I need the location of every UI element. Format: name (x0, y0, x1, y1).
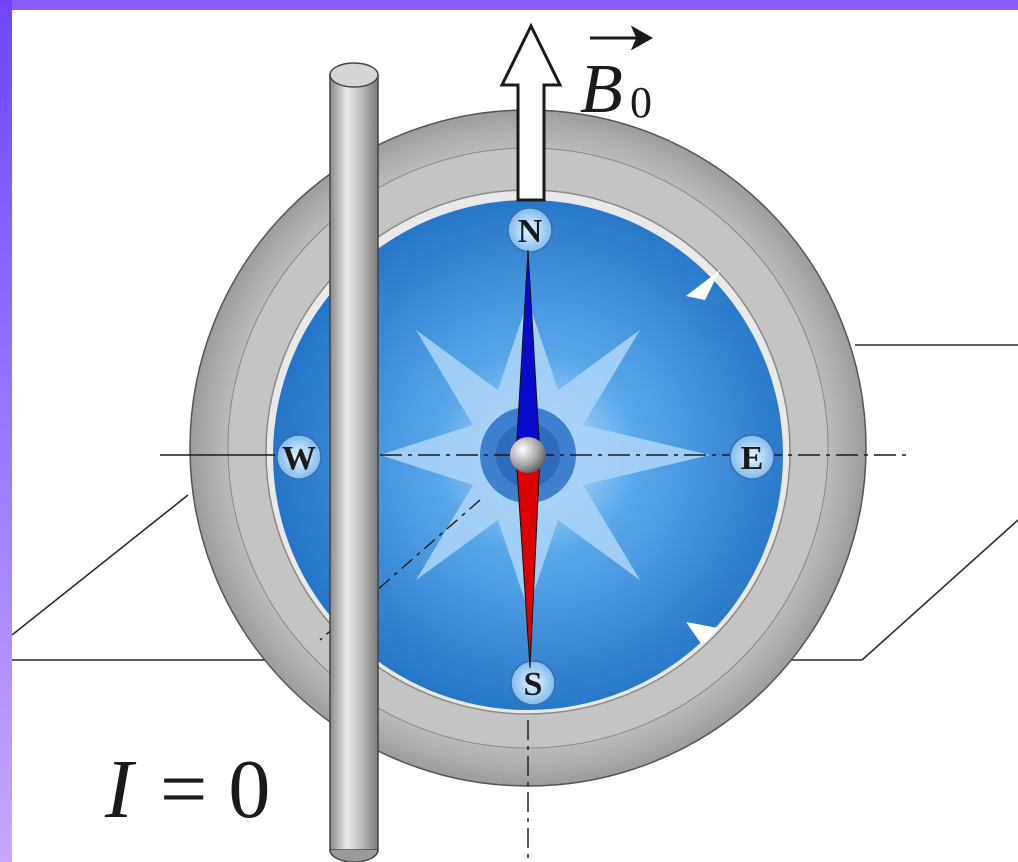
svg-text:I: I (104, 743, 137, 836)
cardinal-w: W (276, 434, 322, 480)
cardinal-n: N (507, 207, 553, 253)
svg-text:0: 0 (630, 78, 652, 127)
current-wire (329, 62, 379, 862)
field-arrow (499, 22, 563, 202)
cardinal-s: S (510, 660, 556, 706)
vector-arrow-icon (590, 25, 654, 51)
current-label: I = 0 (104, 743, 270, 836)
needle-pivot (510, 437, 546, 473)
svg-text:E: E (741, 440, 764, 477)
svg-text:W: W (282, 440, 316, 477)
dial-markers (686, 270, 720, 645)
frame-left (0, 0, 12, 862)
svg-text:S: S (524, 666, 543, 703)
svg-text:= 0: = 0 (160, 743, 270, 836)
compass-needle (510, 249, 546, 669)
frame-top (0, 0, 1018, 10)
cardinal-e: E (729, 434, 775, 480)
compass-axes (160, 454, 910, 860)
svg-text:N: N (518, 213, 543, 250)
field-label: B 0 (580, 25, 654, 128)
svg-text:B: B (580, 51, 623, 128)
